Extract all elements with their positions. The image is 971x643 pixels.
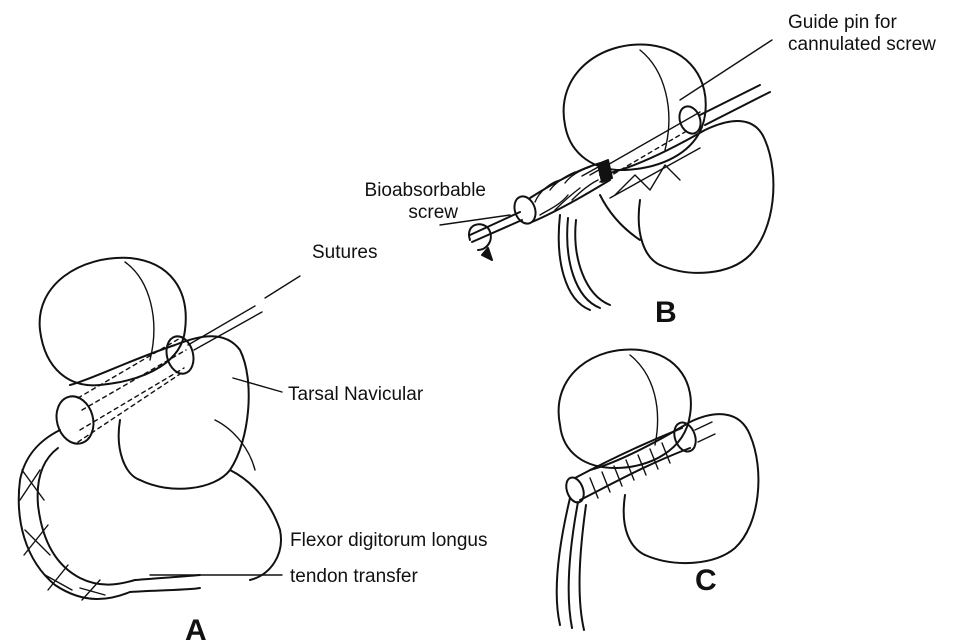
- panel-label-c: C: [695, 564, 717, 597]
- panel-b-illustration: [440, 40, 773, 310]
- tarsal-navicular-label: Tarsal Navicular: [288, 384, 423, 406]
- sutures-label: Sutures: [312, 242, 377, 264]
- fdl-label-line-1: Flexor digitorum longus: [290, 530, 487, 552]
- fdl-tendon-label: Flexor digitorum longus tendon transfer: [290, 530, 487, 588]
- bioabsorbable-screw-label: Bioabsorbable screw: [336, 180, 486, 224]
- bioabsorbable-label-line-1: Bioabsorbable: [336, 180, 486, 202]
- panel-a-illustration: [19, 258, 300, 600]
- panel-label-b: B: [655, 296, 677, 329]
- panel-label-a: A: [185, 614, 207, 643]
- guide-pin-label-line-2: cannulated screw: [788, 34, 936, 56]
- guide-pin-label-line-1: Guide pin for: [788, 12, 936, 34]
- panel-c-illustration: [557, 349, 759, 630]
- bioabsorbable-label-line-2: screw: [336, 202, 486, 224]
- guide-pin-label: Guide pin for cannulated screw: [788, 12, 936, 56]
- fdl-label-line-2: tendon transfer: [290, 566, 487, 588]
